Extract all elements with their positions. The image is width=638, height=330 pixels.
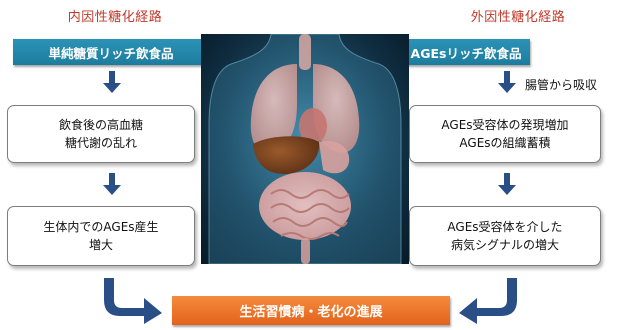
lifestyle-disease-aging-box: 生活習慣病・老化の進展: [172, 296, 450, 325]
left-arrow-2: [102, 173, 122, 195]
left-arrow-1: [102, 71, 122, 93]
right-arrow-1: [497, 71, 517, 93]
right-heading: 外因性糖化経路: [443, 6, 593, 25]
left-box-hyperglycemia-line2: 糖代謝の乱れ: [65, 134, 137, 152]
right-top-box: AGEsリッチ飲食品: [402, 39, 530, 65]
torso-organs-graphic: [201, 34, 409, 264]
left-box-ages-production: 生体内でのAGEs産生 増大: [7, 206, 195, 266]
right-box-disease-signal-line2: 病気シグナルの増大: [451, 236, 559, 254]
right-curved-arrow: [457, 278, 521, 324]
left-box-ages-production-line1: 生体内でのAGEs産生: [43, 218, 158, 236]
left-box-hyperglycemia-line1: 飲食後の高血糖: [59, 116, 143, 134]
left-top-box: 単純糖質リッチ飲食品: [13, 39, 209, 65]
right-box-disease-signal: AGEs受容体を介した 病気シグナルの増大: [409, 206, 601, 266]
right-box-receptor-expression-line2: AGEsの組織蓄積: [459, 134, 550, 152]
right-box-receptor-expression: AGEs受容体の発現増加 AGEsの組織蓄積: [409, 105, 601, 163]
left-box-hyperglycemia: 飲食後の高血糖 糖代謝の乱れ: [7, 105, 195, 163]
intestinal-absorption-note: 腸管から吸収: [525, 76, 597, 93]
anatomy-illustration: [201, 34, 409, 264]
right-box-receptor-expression-line1: AGEs受容体の発現増加: [441, 116, 568, 134]
left-box-ages-production-line2: 増大: [89, 236, 113, 254]
left-heading: 内因性糖化経路: [40, 6, 190, 25]
right-arrow-2: [497, 173, 517, 195]
right-box-disease-signal-line1: AGEs受容体を介した: [447, 218, 562, 236]
left-curved-arrow: [100, 278, 164, 324]
